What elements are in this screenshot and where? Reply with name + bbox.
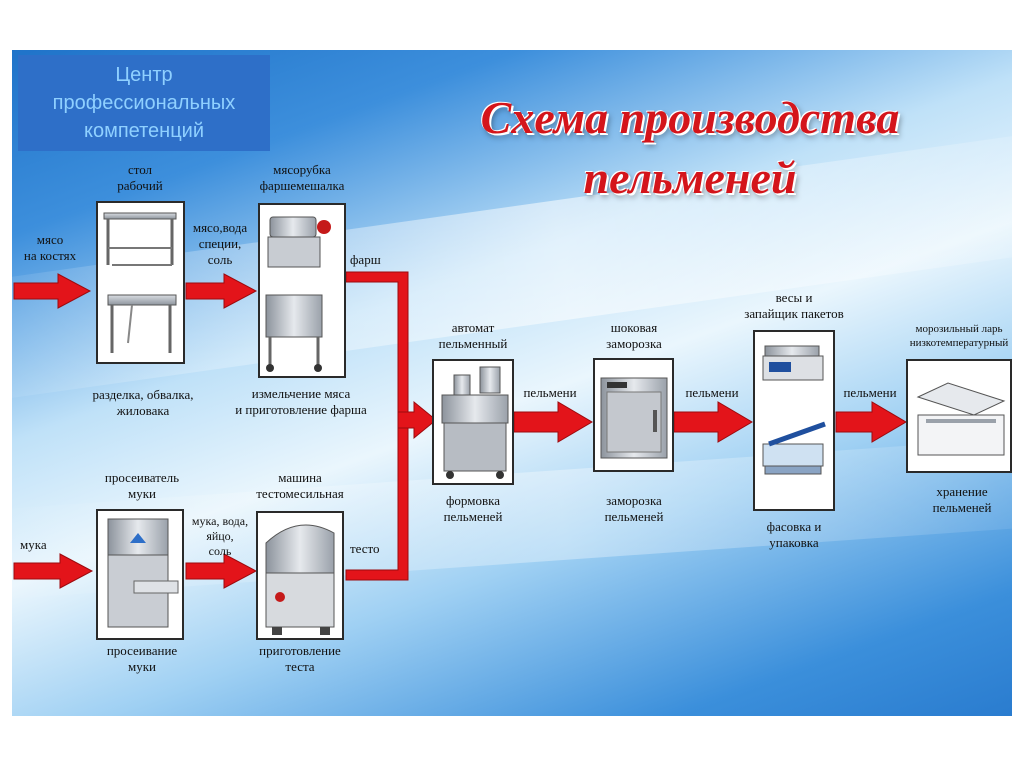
arrow-dumplings-1 — [514, 402, 592, 442]
meat-grinder-top-label: мясорубка фаршемешалка — [240, 162, 364, 194]
meat-grinder-bottom-line-1: измельчение мяса — [212, 386, 390, 402]
meat-grinder-bottom-label: измельчение мяса и приготовление фарша — [212, 386, 390, 418]
arrow-label-meat-spices-line-2: специи, — [184, 236, 256, 252]
work-table-top-line-1: стол — [94, 162, 186, 178]
arrow-label-meat-spices: мясо,вода специи, соль — [184, 220, 256, 268]
arrow-label-flour-mix-line-1: мука, вода, — [182, 514, 258, 529]
blast-freezer-icon — [595, 360, 672, 470]
blast-freezer-bottom-line-1: заморозка — [578, 493, 690, 509]
dumpling-machine-top-line-2: пельменный — [418, 336, 528, 352]
blast-freezer-bottom-label: заморозка пельменей — [578, 493, 690, 525]
arrow-label-dumplings-1: пельмени — [514, 385, 586, 401]
flour-sifter-top-line-1: просеиватель — [84, 470, 200, 486]
work-table-photo — [96, 201, 185, 364]
arrow-dumplings-3 — [836, 402, 906, 442]
scales-sealer-photo — [753, 330, 835, 511]
blast-freezer-bottom-line-2: пельменей — [578, 509, 690, 525]
scales-sealer-icon — [755, 332, 833, 509]
scales-sealer-top-line-1: весы и — [720, 290, 868, 306]
dumpling-machine-top-label: автомат пельменный — [418, 320, 528, 352]
freezer-chest-bottom-label: хранение пельменей — [910, 484, 1014, 516]
flour-sifter-photo — [96, 509, 184, 640]
arrow-label-flour-mix-line-3: соль — [182, 544, 258, 559]
dumpling-machine-bottom-label: формовка пельменей — [418, 493, 528, 525]
dough-mixer-bottom-line-1: приготовление — [238, 643, 362, 659]
freezer-chest-bottom-line-1: хранение — [910, 484, 1014, 500]
dough-mixer-photo — [256, 511, 344, 640]
arrow-dumplings-2 — [674, 402, 752, 442]
flour-sifter-bottom-line-2: муки — [84, 659, 200, 675]
arrow-meat-in — [14, 274, 90, 308]
arrow-label-dumplings-3: пельмени — [834, 385, 906, 401]
meat-grinder-icon — [260, 205, 344, 376]
work-table-bottom-line-1: разделка, обвалка, — [70, 387, 216, 403]
arrow-label-dough: тесто — [350, 541, 400, 557]
dough-mixer-top-line-2: тестомесильная — [238, 486, 362, 502]
blast-freezer-top-label: шоковая заморозка — [578, 320, 690, 352]
meat-grinder-bottom-line-2: и приготовление фарша — [212, 402, 390, 418]
dough-mixer-bottom-label: приготовление теста — [238, 643, 362, 675]
arrow-label-meat-spices-line-3: соль — [184, 252, 256, 268]
flour-sifter-top-line-2: муки — [84, 486, 200, 502]
blast-freezer-top-line-1: шоковая — [578, 320, 690, 336]
freezer-chest-bottom-line-2: пельменей — [910, 500, 1014, 516]
freezer-chest-top-line-1: морозильный ларь — [898, 322, 1020, 336]
scales-sealer-top-line-2: запайщик пакетов — [720, 306, 868, 322]
flour-sifter-icon — [98, 511, 182, 638]
flour-sifter-bottom-line-1: просеивание — [84, 643, 200, 659]
arrow-label-meat-in: мясо на костях — [14, 232, 86, 264]
dumpling-machine-photo — [432, 359, 514, 485]
arrow-label-farsh: фарш — [350, 252, 400, 268]
arrow-label-flour-in: мука — [20, 537, 70, 553]
scales-sealer-top-label: весы и запайщик пакетов — [720, 290, 868, 322]
meat-grinder-top-line-1: мясорубка — [240, 162, 364, 178]
work-table-top-label: стол рабочий — [94, 162, 186, 194]
freezer-chest-top-line-2: низкотемпературный — [898, 336, 1020, 350]
dough-mixer-icon — [258, 513, 342, 638]
meat-grinder-top-line-2: фаршемешалка — [240, 178, 364, 194]
work-table-bottom-line-2: жиловака — [70, 403, 216, 419]
arrow-label-meat-in-line-1: мясо — [14, 232, 86, 248]
scales-sealer-bottom-line-1: фасовка и — [736, 519, 852, 535]
dumpling-machine-icon — [434, 361, 512, 483]
arrow-meat-spices — [186, 274, 256, 308]
scales-sealer-bottom-label: фасовка и упаковка — [736, 519, 852, 551]
blast-freezer-top-line-2: заморозка — [578, 336, 690, 352]
dumpling-machine-bottom-line-1: формовка — [418, 493, 528, 509]
arrow-flour-in — [14, 554, 92, 588]
work-table-bottom-label: разделка, обвалка, жиловака — [70, 387, 216, 419]
arrow-label-dumplings-2: пельмени — [674, 385, 750, 401]
freezer-chest-icon — [908, 361, 1010, 471]
dough-mixer-top-label: машина тестомесильная — [238, 470, 362, 502]
flour-sifter-bottom-label: просеивание муки — [84, 643, 200, 675]
arrow-label-flour-mix: мука, вода, яйцо, соль — [182, 514, 258, 559]
arrow-label-meat-in-line-2: на костях — [14, 248, 86, 264]
work-table-icon — [98, 203, 183, 362]
flour-sifter-top-label: просеиватель муки — [84, 470, 200, 502]
meat-grinder-photo — [258, 203, 346, 378]
work-table-top-line-2: рабочий — [94, 178, 186, 194]
dough-mixer-bottom-line-2: теста — [238, 659, 362, 675]
scales-sealer-bottom-line-2: упаковка — [736, 535, 852, 551]
dumpling-machine-bottom-line-2: пельменей — [418, 509, 528, 525]
freezer-chest-top-label: морозильный ларь низкотемпературный — [898, 322, 1020, 350]
arrow-label-flour-mix-line-2: яйцо, — [182, 529, 258, 544]
blast-freezer-photo — [593, 358, 674, 472]
dough-mixer-top-line-1: машина — [238, 470, 362, 486]
arrow-label-meat-spices-line-1: мясо,вода — [184, 220, 256, 236]
dumpling-machine-top-line-1: автомат — [418, 320, 528, 336]
freezer-chest-photo — [906, 359, 1012, 473]
arrow-flour-mix — [186, 554, 256, 588]
